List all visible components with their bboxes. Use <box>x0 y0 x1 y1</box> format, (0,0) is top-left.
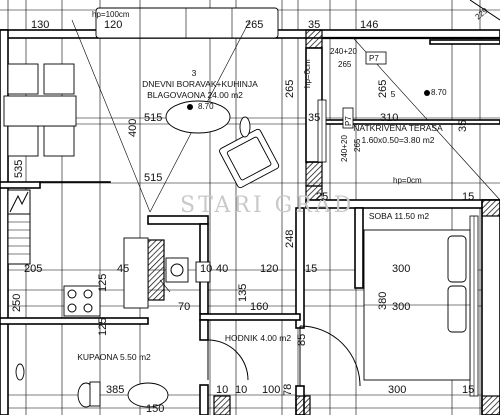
dim-85: 85 <box>296 334 308 346</box>
dim-135: 135 <box>237 284 249 302</box>
hall-label: HODNIK 4.00 m2 <box>225 333 291 343</box>
dim-385: 385 <box>106 384 124 396</box>
furniture <box>3 7 471 408</box>
dim-380: 380 <box>377 292 389 310</box>
terrace-number: 5 <box>391 89 396 99</box>
living-room-name: DNEVNI BORAVAK+KUHINJA <box>142 79 258 89</box>
dim-45: 45 <box>117 263 129 275</box>
dim-250: 250 <box>11 294 23 312</box>
dim-515-lower: 515 <box>144 172 162 184</box>
terrace-name: NATKRIVENA TERASA <box>353 123 443 133</box>
dim-70: 70 <box>178 301 190 313</box>
dim-100: 100 <box>262 384 280 396</box>
dim-240-20-top: 240+20 <box>330 47 357 56</box>
dim-150: 150 <box>146 403 164 415</box>
windows <box>7 99 479 397</box>
dim-125-lower: 125 <box>97 318 109 336</box>
hp-label-bedroom: hp=0cm <box>393 176 422 185</box>
dim-265-small: 265 <box>353 138 362 152</box>
dim-35-mid: 35 <box>308 112 320 124</box>
dim-265-terrace: 265 <box>338 60 352 69</box>
dim-300-top: 300 <box>392 263 410 275</box>
dim-400: 400 <box>127 119 139 137</box>
hp-label-sofa: hp=100cm <box>92 10 130 19</box>
dim-35-right: 35 <box>457 120 469 132</box>
dim-40: 40 <box>216 263 228 275</box>
dim-35-top: 35 <box>308 19 320 31</box>
dim-535: 535 <box>13 160 25 178</box>
dim-25: 25 <box>316 191 328 203</box>
dim-310: 310 <box>380 112 398 124</box>
dim-265-terrace-vertical: 265 <box>377 80 389 98</box>
watermark: STARI GRAD <box>180 193 354 218</box>
dim-120: 120 <box>104 19 122 31</box>
level-marker-icon: 8.70 <box>187 102 214 111</box>
window-tag-p7-vertical: P7 <box>344 116 353 126</box>
terrace-area: 1.60x0.50=3.80 m2 <box>361 135 434 145</box>
dim-146: 146 <box>360 19 378 31</box>
dim-120-mid: 120 <box>260 263 278 275</box>
dim-15-mid: 15 <box>305 263 317 275</box>
level-marker-living: 8.70 <box>198 102 214 111</box>
dim-300-bottom: 300 <box>388 384 406 396</box>
dim-10-mid: 10 <box>200 263 212 275</box>
dim-515-upper: 515 <box>144 112 162 124</box>
living-room-number: 3 <box>192 68 197 78</box>
dim-240-20-vertical: 240+20 <box>340 135 349 162</box>
bedroom-label: SOBA 11.50 m2 <box>369 211 430 221</box>
dim-130: 130 <box>31 19 49 31</box>
dim-265-top: 265 <box>245 19 263 31</box>
dim-300-mid: 300 <box>392 301 410 313</box>
level-marker-icon: 8.70 <box>424 88 447 97</box>
dim-125-upper: 125 <box>97 274 109 292</box>
dim-160: 160 <box>250 301 268 313</box>
dim-15-top-right: 15 <box>462 191 474 203</box>
bathroom-label: KUPAONA 5.50 m2 <box>77 352 151 362</box>
dim-229: 229 <box>474 6 490 22</box>
dim-78: 78 <box>282 384 294 396</box>
hp-label-terrace: hp=0cm <box>303 59 312 88</box>
dim-10-bottom-a: 10 <box>216 384 228 396</box>
dim-205: 205 <box>24 263 42 275</box>
dim-248: 248 <box>284 230 296 248</box>
living-room-area: BLAGOVAONA 24.00 m2 <box>147 90 243 100</box>
window-tag-p7: P7 <box>369 54 379 63</box>
dim-15-bottom: 15 <box>462 384 474 396</box>
dim-10-bottom-b: 10 <box>235 384 247 396</box>
level-marker-terrace: 8.70 <box>431 88 447 97</box>
dimension-labels: 130 120 265 35 146 229 240+20 265 265 26… <box>11 6 490 415</box>
dim-265-vertical: 265 <box>284 80 296 98</box>
